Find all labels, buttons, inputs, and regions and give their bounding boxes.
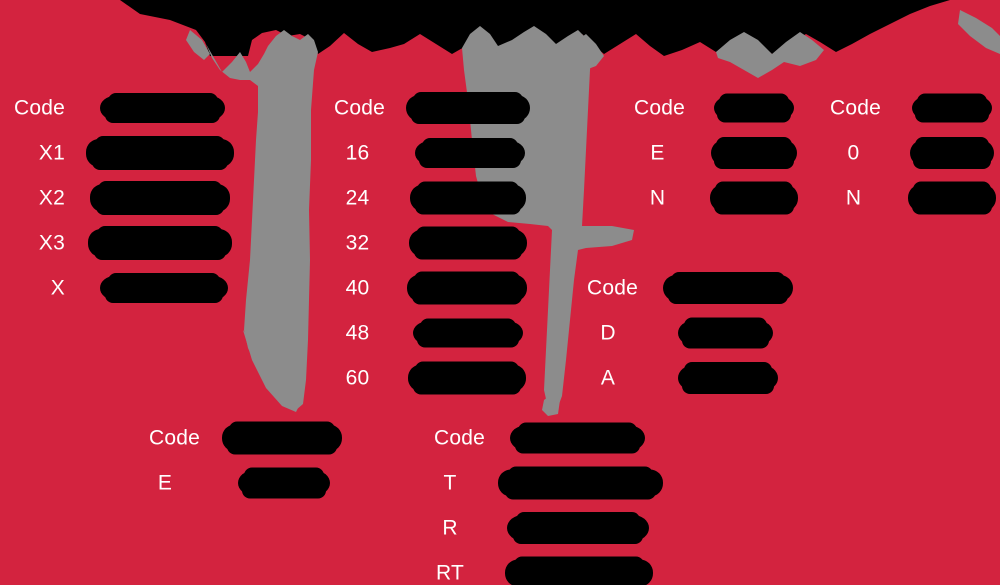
table-row: X3: [0, 220, 260, 265]
table-row: Code: [826, 85, 1000, 130]
table-row: 16: [320, 130, 560, 175]
redacted-value: [505, 556, 653, 585]
redacted-value: [678, 361, 778, 394]
redacted-value: [678, 317, 773, 348]
column-header-code: Code: [333, 96, 385, 119]
redacted-value: [912, 93, 992, 122]
table-row: Code: [130, 415, 360, 460]
redacted-value: [238, 467, 330, 498]
row-code-d: D: [600, 321, 616, 344]
table-row: X: [0, 265, 260, 310]
column-header-code: Code: [829, 96, 881, 119]
redacted-value: [90, 180, 230, 215]
row-code-x3: X3: [38, 231, 65, 254]
redacted-value: [86, 135, 234, 170]
row-code-x2: X2: [38, 186, 65, 209]
row-code-t: T: [443, 471, 457, 494]
row-code-48: 48: [345, 321, 370, 344]
table-row: Code: [415, 415, 715, 460]
redacted-value: [408, 361, 526, 394]
row-code-32: 32: [345, 231, 370, 254]
table-row: Code: [630, 85, 810, 130]
redacted-value: [88, 225, 232, 260]
redacted-value: [415, 137, 525, 168]
table-row: X1: [0, 130, 260, 175]
redacted-value: [407, 271, 527, 304]
redacted-value: [498, 466, 663, 499]
row-code-0: 0: [847, 141, 860, 164]
table-row: E: [630, 130, 810, 175]
redacted-value: [714, 93, 794, 122]
redacted-value: [908, 181, 996, 214]
row-code-16: 16: [345, 141, 370, 164]
table-row: 40: [320, 265, 560, 310]
table-row: Code: [320, 85, 560, 130]
redacted-value: [409, 226, 527, 259]
row-code-x: X: [50, 276, 65, 299]
table-on-codes: Code 0 N: [826, 85, 1000, 220]
redacted-value: [711, 136, 797, 169]
table-x-codes: Code X1 X2 X3 X: [0, 85, 260, 310]
row-code-e: E: [650, 141, 665, 164]
redacted-value: [413, 318, 523, 347]
table-row: RT: [415, 550, 715, 585]
row-code-r: R: [442, 516, 458, 539]
table-numeric-codes: Code 16 24 32 40 48 60: [320, 85, 560, 400]
column-header-code: Code: [633, 96, 685, 119]
column-header-code: Code: [586, 276, 638, 299]
row-code-e: E: [157, 471, 173, 494]
row-code-a: A: [600, 366, 616, 389]
redacted-value: [100, 272, 228, 303]
row-code-rt: RT: [435, 561, 464, 584]
row-code-n: N: [845, 186, 862, 209]
redacted-value: [910, 136, 994, 169]
column-header-code: Code: [433, 426, 485, 449]
table-row: T: [415, 460, 715, 505]
table-row: D: [578, 310, 808, 355]
redacted-value: [663, 271, 793, 304]
row-code-x1: X1: [38, 141, 65, 164]
redacted-value: [710, 181, 798, 214]
column-header-code: Code: [13, 96, 65, 119]
table-row: N: [826, 175, 1000, 220]
table-e-codes: Code E: [130, 415, 360, 505]
table-en-codes: Code E N: [630, 85, 810, 220]
table-row: R: [415, 505, 715, 550]
column-header-code: Code: [148, 426, 200, 449]
table-row: 24: [320, 175, 560, 220]
table-da-codes: Code D A: [578, 265, 808, 400]
row-code-24: 24: [345, 186, 370, 209]
table-row: X2: [0, 175, 260, 220]
redacted-value: [510, 422, 645, 453]
table-row: 60: [320, 355, 560, 400]
row-code-40: 40: [345, 276, 370, 299]
table-row: 32: [320, 220, 560, 265]
table-row: E: [130, 460, 360, 505]
table-row: A: [578, 355, 808, 400]
redacted-value: [406, 91, 530, 124]
table-row: 0: [826, 130, 1000, 175]
table-row: Code: [0, 85, 260, 130]
table-trt-codes: Code T R RT: [415, 415, 715, 585]
table-row: N: [630, 175, 810, 220]
redacted-value: [100, 92, 225, 123]
row-code-n: N: [649, 186, 666, 209]
redacted-value: [222, 421, 342, 454]
redacted-value: [507, 511, 649, 544]
table-row: Code: [578, 265, 808, 310]
redacted-value: [410, 181, 526, 214]
row-code-60: 60: [345, 366, 370, 389]
table-row: 48: [320, 310, 560, 355]
